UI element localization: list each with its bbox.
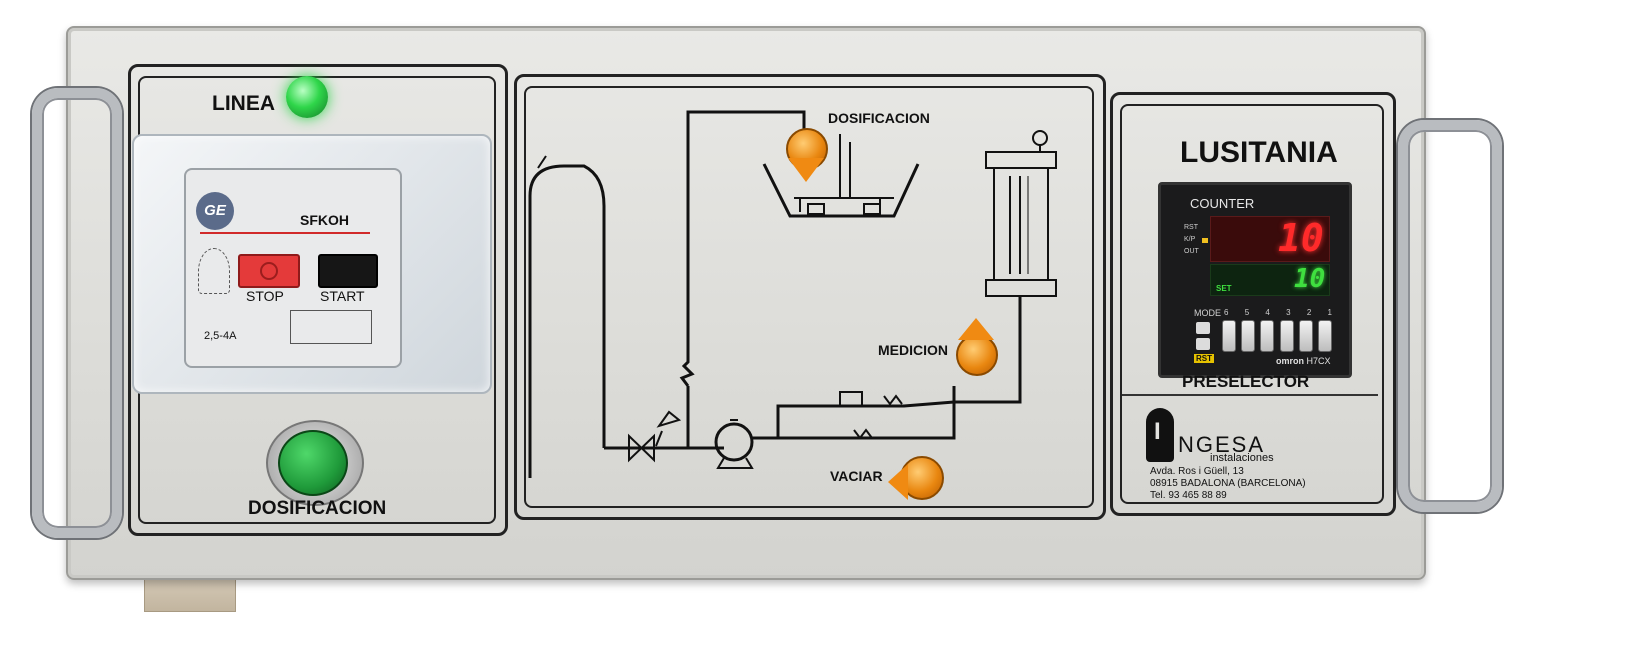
left-handle[interactable]	[32, 88, 122, 538]
switch-numbers: 6 5 4 3 2 1	[1224, 308, 1332, 317]
check-valve-icon	[883, 394, 903, 406]
counter-brand: omron H7CX	[1276, 356, 1331, 366]
diagram-section-inner	[524, 86, 1094, 508]
switch-number: 6	[1224, 308, 1229, 317]
switch-number: 4	[1265, 308, 1270, 317]
breaker-red-line	[200, 232, 370, 234]
flow-meter-icon	[839, 391, 863, 407]
solenoid-valve-icon	[656, 410, 682, 428]
check-valve-icon	[853, 428, 873, 440]
breaker-rating: 2,5-4A	[204, 330, 237, 342]
company-subtitle: instalaciones	[1210, 452, 1274, 464]
dosing-button[interactable]	[278, 430, 348, 496]
switch-number: 2	[1306, 308, 1312, 317]
ge-logo-text: GE	[204, 202, 226, 219]
dosing-pipe	[679, 110, 806, 448]
panel-title: LUSITANIA	[1180, 136, 1338, 169]
count-display	[1210, 216, 1330, 262]
set-value: 10	[1294, 264, 1326, 294]
digit-switch[interactable]	[1260, 320, 1275, 352]
switch-number: 5	[1244, 308, 1250, 317]
dosing-vessel	[762, 163, 920, 218]
line-label: LINEA	[212, 92, 275, 115]
digit-switches	[1222, 320, 1332, 352]
indicator-out: OUT	[1184, 248, 1199, 255]
company-name: NGESA	[1178, 432, 1266, 457]
start-label: START	[320, 288, 365, 304]
stop-label: STOP	[246, 288, 284, 304]
start-button[interactable]	[318, 254, 378, 288]
digit-switch[interactable]	[1241, 320, 1256, 352]
empty-indicator-bezel-icon	[888, 464, 908, 500]
right-handle[interactable]	[1398, 120, 1502, 512]
digit-switch[interactable]	[1317, 320, 1332, 352]
diagram-empty-label: VACIAR	[830, 468, 883, 484]
measure-indicator-lamp	[956, 334, 998, 376]
right-section	[1110, 92, 1396, 516]
company-phone: Tel. 93 465 88 89	[1150, 490, 1227, 501]
dosing-button-label: DOSIFICACION	[248, 498, 387, 519]
company-logo-icon: I	[1146, 408, 1174, 462]
counter-indicators: RST K/P OUT	[1184, 222, 1199, 258]
switch-number: 1	[1327, 308, 1332, 317]
mode-label: MODE	[1194, 308, 1221, 318]
ge-logo: GE	[196, 192, 234, 230]
pump-icon	[714, 422, 754, 462]
digit-switch[interactable]	[1298, 320, 1313, 352]
stop-button[interactable]	[238, 254, 300, 288]
mode-button-2[interactable]	[1196, 338, 1210, 350]
count-value: 10	[1278, 216, 1324, 260]
stop-button-knob-icon	[260, 262, 278, 280]
dosing-indicator-bezel-icon	[788, 158, 824, 182]
valve-icon	[628, 433, 655, 463]
measuring-column	[985, 151, 1057, 169]
right-section-inner	[1120, 104, 1384, 504]
set-label: SET	[1216, 284, 1232, 293]
breaker-label-slot	[290, 310, 372, 344]
company-address-1: Avda. Ros i Güell, 13	[1150, 466, 1244, 477]
brand-name: omron	[1276, 356, 1304, 366]
diagram-section	[514, 74, 1106, 520]
left-section	[128, 64, 508, 536]
indicator-rst: RST	[1184, 224, 1198, 231]
kp-indicator-led	[1202, 238, 1208, 243]
digit-switch[interactable]	[1279, 320, 1294, 352]
breaker-dial-icon	[198, 248, 230, 294]
set-display	[1210, 264, 1330, 296]
rst-label: RST	[1194, 354, 1214, 363]
indicator-kp: K/P	[1184, 236, 1196, 243]
company-address-2: 08915 BADALONA (BARCELONA)	[1150, 478, 1306, 489]
switch-number: 3	[1286, 308, 1291, 317]
mode-button[interactable]	[1196, 322, 1210, 334]
line-led	[286, 76, 328, 118]
diagram-dosing-label: DOSIFICACION	[828, 110, 930, 126]
digit-switch[interactable]	[1222, 320, 1236, 352]
storage-tank	[528, 164, 606, 478]
logo-letter: I	[1154, 418, 1161, 445]
outlet-pipe	[752, 386, 956, 440]
breaker-model: SFKOH	[300, 212, 349, 228]
counter-header: COUNTER	[1190, 196, 1255, 211]
section-divider	[1122, 394, 1378, 396]
model-name: H7CX	[1306, 356, 1331, 366]
process-diagram	[528, 110, 1057, 478]
measure-indicator-bezel-icon	[958, 318, 994, 340]
preselector-label: PRESELECTOR	[1182, 372, 1310, 391]
diagram-measure-label: MEDICION	[878, 342, 948, 358]
